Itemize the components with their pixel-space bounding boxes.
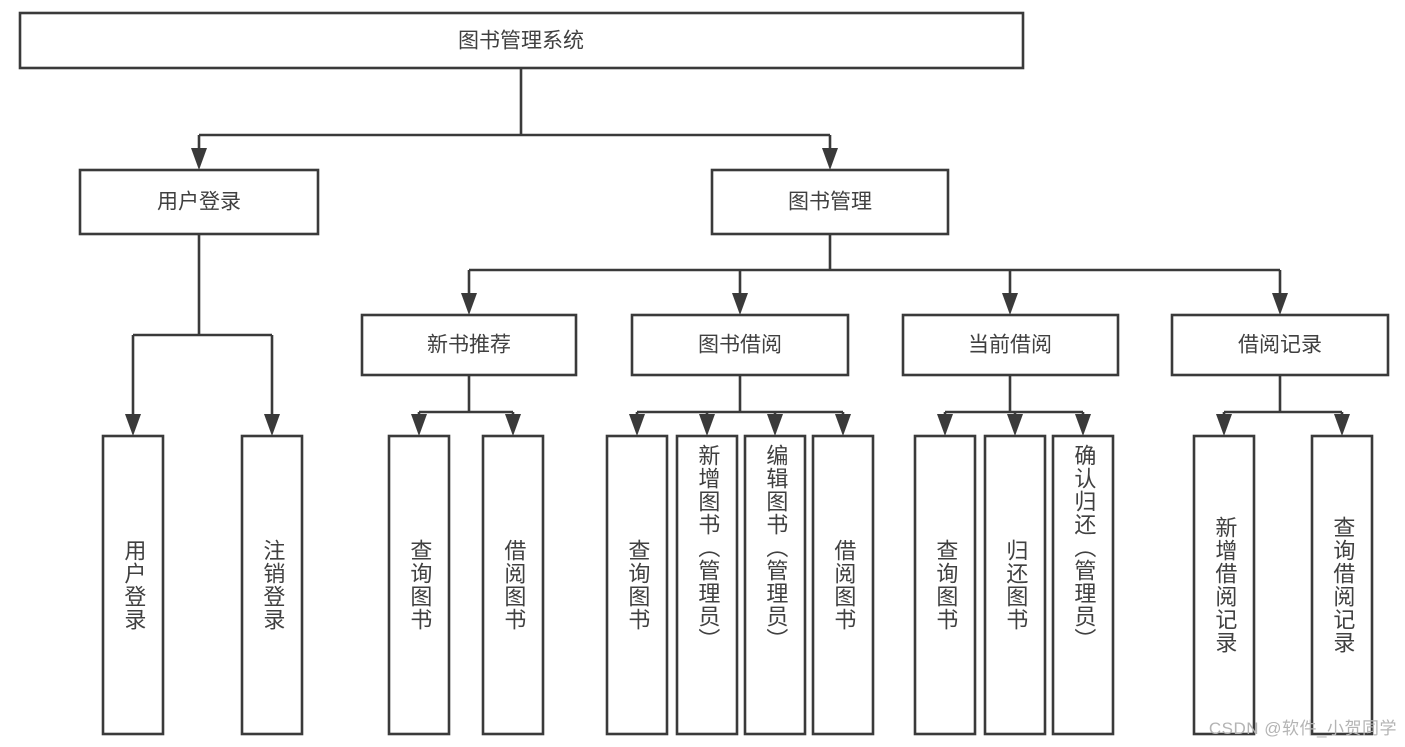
node-leaf-borrow-book-2[interactable] — [811, 434, 875, 736]
arrow-root-to-book-manage — [822, 148, 838, 170]
arrow-borrowrecord-leaf-1 — [1216, 414, 1232, 436]
arrow-to-book-borrow — [732, 293, 748, 315]
node-leaf-return-book[interactable] — [983, 434, 1047, 736]
node-borrow-record-label: 借阅记录 — [1238, 334, 1322, 357]
arrow-currentborrow-leaf-3 — [1075, 414, 1091, 436]
arrow-to-new-book-recommend — [461, 293, 477, 315]
node-leaf-query-book-1[interactable] — [387, 434, 451, 736]
node-new-book-recommend-label: 新书推荐 — [427, 334, 511, 357]
arrow-borrowrecord-leaf-2 — [1334, 414, 1350, 436]
node-new-book-recommend[interactable] — [360, 313, 578, 377]
csdn-watermark: CSDN @软件_小贺同学 — [1208, 719, 1397, 738]
node-leaf-query-record[interactable] — [1310, 434, 1374, 736]
node-leaf-add-book[interactable] — [675, 434, 739, 736]
node-current-borrow-label: 当前借阅 — [968, 334, 1052, 357]
node-book-manage-label: 图书管理 — [788, 191, 872, 214]
node-root[interactable] — [18, 11, 1025, 70]
node-leaf-user-login[interactable] — [101, 434, 165, 736]
arrow-bookborrow-leaf-1 — [629, 414, 645, 436]
arrow-userlogin-leaf-1 — [125, 414, 141, 436]
node-leaf-logout-login[interactable] — [240, 434, 304, 736]
arrow-bookborrow-leaf-3 — [767, 414, 783, 436]
arrow-bookborrow-leaf-4 — [835, 414, 851, 436]
node-user-login[interactable] — [78, 168, 320, 236]
node-borrow-record[interactable] — [1170, 313, 1390, 377]
arrow-root-to-user-login — [191, 148, 207, 170]
node-user-login-label: 用户登录 — [157, 191, 241, 214]
node-current-borrow[interactable] — [901, 313, 1120, 377]
node-book-borrow[interactable] — [630, 313, 850, 377]
node-book-manage[interactable] — [710, 168, 950, 236]
node-leaf-confirm-return[interactable] — [1051, 434, 1115, 736]
node-layer: 图书管理系统 用户登录 图书管理 新书推荐 图书借阅 当前借阅 借阅记录 — [18, 11, 1390, 736]
arrow-newbook-leaf-2 — [505, 414, 521, 436]
node-root-label: 图书管理系统 — [458, 30, 584, 53]
arrow-bookborrow-leaf-2 — [699, 414, 715, 436]
arrow-currentborrow-leaf-1 — [937, 414, 953, 436]
arrow-currentborrow-leaf-2 — [1007, 414, 1023, 436]
arrow-to-current-borrow — [1002, 293, 1018, 315]
connector-layer — [125, 68, 1350, 436]
arrow-newbook-leaf-1 — [411, 414, 427, 436]
node-leaf-add-record[interactable] — [1192, 434, 1256, 736]
node-book-borrow-label: 图书借阅 — [698, 334, 782, 357]
node-leaf-query-book-3[interactable] — [913, 434, 977, 736]
node-leaf-query-book-2[interactable] — [605, 434, 669, 736]
node-leaf-borrow-book-1[interactable] — [481, 434, 545, 736]
arrow-to-borrow-record — [1272, 293, 1288, 315]
node-leaf-edit-book[interactable] — [743, 434, 807, 736]
arrow-userlogin-leaf-2 — [264, 414, 280, 436]
